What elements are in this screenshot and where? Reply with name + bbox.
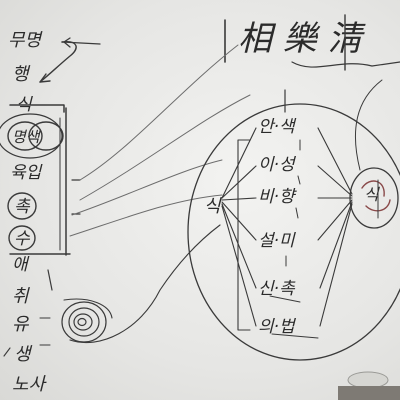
connector-line xyxy=(79,44,239,181)
dish-shape xyxy=(347,371,389,389)
left-item-5: 촉 xyxy=(14,197,31,217)
center-column: 안·색 이·성 비·향 설·미 신·촉 의·법 xyxy=(258,117,297,337)
bracket-line xyxy=(47,269,53,291)
bracket-line xyxy=(3,347,11,357)
right-node-circle xyxy=(349,167,399,229)
bracket-line xyxy=(9,104,65,113)
circle-mark xyxy=(7,121,43,151)
left-item-4: 육입 xyxy=(10,163,43,183)
left-item-10: 생 xyxy=(14,344,33,365)
connector-line xyxy=(79,94,251,201)
circle-mark xyxy=(0,113,63,159)
curve-line xyxy=(69,224,221,344)
center-item-0: 안·색 xyxy=(258,117,297,137)
right-fan-lines xyxy=(317,127,353,327)
left-item-8: 취 xyxy=(12,286,30,307)
circle-mark xyxy=(8,225,36,251)
connector-line xyxy=(71,159,223,216)
left-item-3: 명색 xyxy=(12,128,42,146)
tray-edge xyxy=(338,386,400,400)
bracket-line xyxy=(71,179,81,215)
arrow-line xyxy=(61,41,101,45)
whiteboard-title: 相 樂 淸 xyxy=(238,19,367,59)
scribble xyxy=(365,199,391,212)
scribble xyxy=(361,180,385,197)
tick-mark xyxy=(285,139,301,267)
left-item-7: 애 xyxy=(12,255,30,275)
left-column: 무명 행 식 명색 육입 촉 수 애 취 유 생 노사 xyxy=(8,30,48,395)
left-fan-lines xyxy=(221,127,257,327)
arrow-head xyxy=(63,37,71,48)
spiral-mark xyxy=(61,301,107,343)
curve-line xyxy=(354,79,383,171)
connector-line xyxy=(69,194,223,237)
left-item-0: 무명 xyxy=(8,30,44,51)
tick-mark xyxy=(269,295,319,339)
center-item-4: 신·촉 xyxy=(258,279,296,299)
left-node: 식 xyxy=(204,196,222,217)
circle-mark xyxy=(28,121,64,151)
circle-mark xyxy=(7,192,37,220)
center-item-5: 의·법 xyxy=(258,317,297,337)
center-item-1: 이·성 xyxy=(258,155,297,175)
right-node: 식 xyxy=(364,185,380,204)
arrow-head xyxy=(39,73,51,83)
left-item-1: 행 xyxy=(12,64,31,85)
title-underline xyxy=(291,61,400,68)
arrow-line xyxy=(39,41,77,83)
center-bracket xyxy=(237,139,251,331)
bracket-line xyxy=(39,317,51,346)
outer-ellipse xyxy=(187,103,400,361)
left-item-11: 노사 xyxy=(12,374,48,395)
center-item-3: 설·미 xyxy=(258,231,296,251)
center-item-2: 비·향 xyxy=(258,187,297,207)
curve-line xyxy=(63,298,113,319)
left-item-6: 수 xyxy=(14,229,31,249)
left-item-9: 유 xyxy=(12,314,30,335)
